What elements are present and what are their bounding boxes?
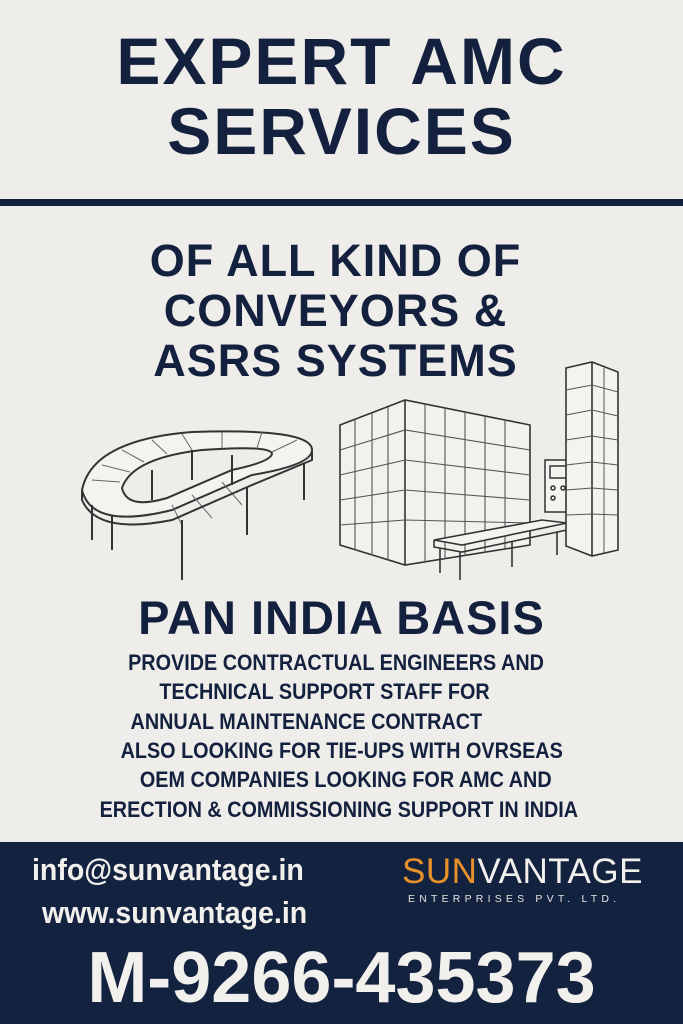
company-tagline: ENTERPRISES PVT. LTD.	[408, 893, 621, 905]
email-link[interactable]: info@sunvantage.in	[32, 852, 304, 887]
body-text: ERECTION & COMMISSIONING SUPPORT IN INDI…	[99, 797, 578, 822]
headline-line-1: EXPERT AMC	[116, 24, 567, 98]
body-text: ALSO LOOKING FOR TIE-UPS WITH OVRSEAS	[120, 738, 563, 763]
body-text: TECHNICAL SUPPORT STAFF FOR	[159, 679, 490, 704]
floor-conveyor-icon	[433, 519, 568, 580]
body-line-2: TECHNICAL SUPPORT STAFF FOR	[0, 681, 666, 703]
body-line-5: OEM COMPANIES LOOKING FOR AMC AND	[4, 769, 683, 791]
phone-number[interactable]: M-9266-435373	[87, 938, 596, 1018]
conveyor-loop-icon	[80, 430, 314, 580]
asrs-rack-icon	[339, 399, 531, 566]
subheadline-line-3: ASRS SYSTEMS	[153, 335, 518, 386]
body-text: OEM COMPANIES LOOKING FOR AMC AND	[139, 767, 552, 792]
headline-line-2: SERVICES	[167, 94, 516, 168]
body-line-6: ERECTION & COMMISSIONING SUPPORT IN INDI…	[0, 799, 680, 821]
body-text: ANNUAL MAINTENANCE CONTRACT	[130, 709, 483, 734]
body-text: PROVIDE CONTRACTUAL ENGINEERS AND	[128, 650, 545, 675]
divider	[0, 199, 683, 206]
company-logo: SUNVANTAGE	[402, 852, 643, 891]
body-line-1: PROVIDE CONTRACTUAL ENGINEERS AND	[0, 652, 678, 674]
website-link[interactable]: www.sunvantage.in	[42, 895, 308, 930]
body-line-4: ALSO LOOKING FOR TIE-UPS WITH OVRSEAS	[0, 740, 683, 762]
tower-rack-icon	[565, 361, 619, 557]
contact-footer: info@sunvantage.in www.sunvantage.in SUN…	[0, 842, 683, 1024]
subheadline-line-2: CONVEYORS &	[163, 285, 508, 336]
subheadline-line-1: OF ALL KIND OF	[149, 235, 522, 286]
coverage-heading: PAN INDIA BASIS	[138, 591, 545, 644]
body-line-3: ANNUAL MAINTENANCE CONTRACT	[0, 711, 648, 733]
